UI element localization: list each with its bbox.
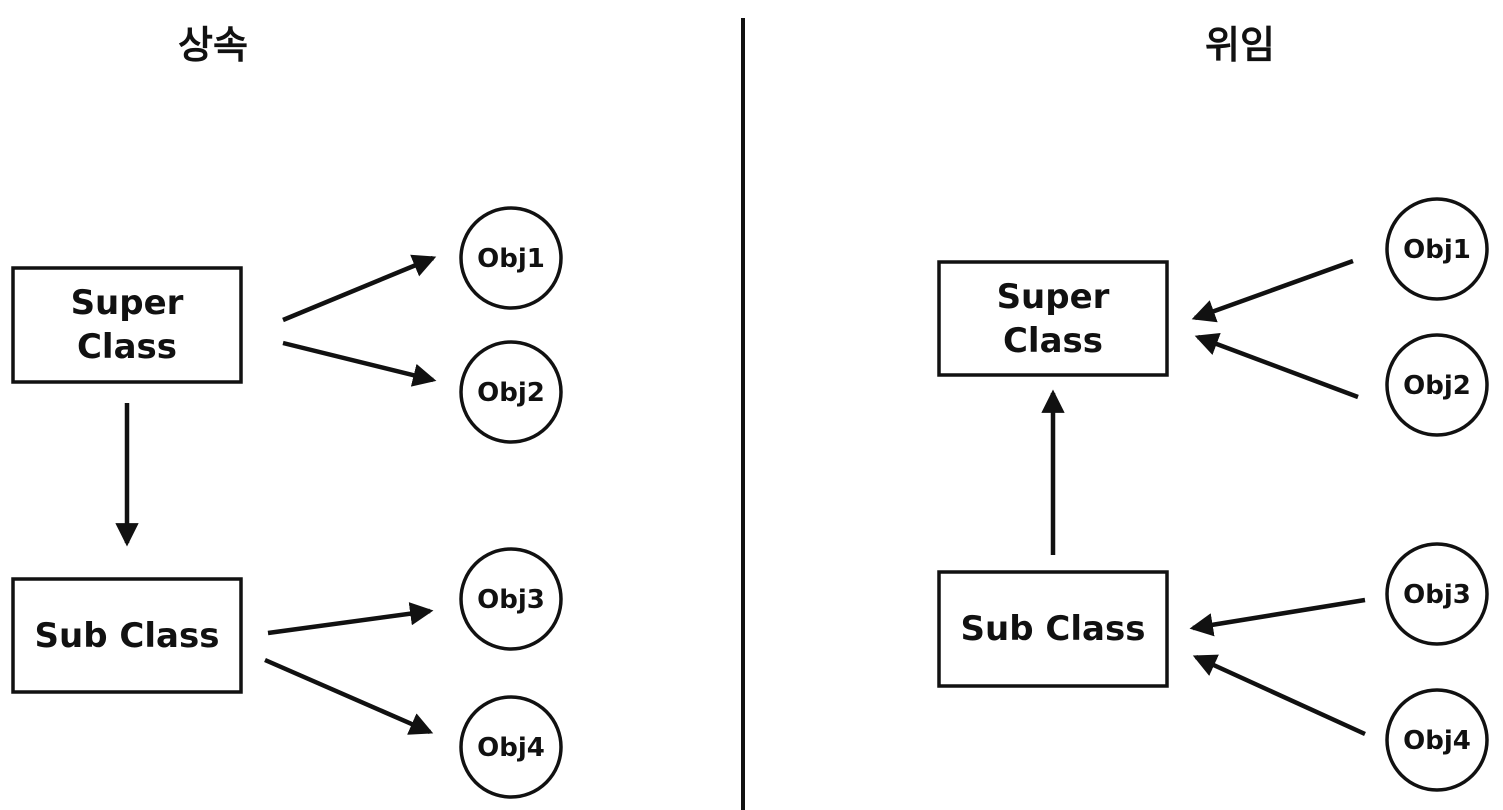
delegation-obj3-label: Obj3 [1403,580,1471,610]
delegation-obj1-label: Obj1 [1403,235,1471,265]
delegation-super-class-box: Super Class [937,260,1169,377]
inheritance-obj3-node: Obj3 [459,547,563,651]
inheritance-sub-class-label: Sub Class [35,616,220,656]
inheritance-obj1-node: Obj1 [459,206,563,310]
inheritance-arrow-sub-to-obj4 [264,657,434,735]
inheritance-obj2-node: Obj2 [459,340,563,444]
delegation-obj4-node: Obj4 [1385,688,1489,792]
delegation-obj2-label: Obj2 [1403,371,1471,401]
inheritance-panel: 상속 Super Class Sub Class Obj1 Obj2 Obj3 [11,23,563,799]
inheritance-obj2-label: Obj2 [477,378,545,408]
inheritance-arrow-super-to-obj2 [282,340,437,387]
delegation-panel: 위임 Super Class Sub Class Obj1 Obj2 Obj3 [937,23,1489,792]
inheritance-super-class-label-line1: Super [71,283,184,323]
inheritance-obj4-node: Obj4 [459,695,563,799]
inheritance-arrow-sub-to-obj3 [267,602,434,636]
delegation-arrow-obj4-to-sub [1192,654,1366,737]
delegation-arrow-obj3-to-sub [1189,597,1366,637]
delegation-obj3-node: Obj3 [1385,542,1489,646]
delegation-title: 위임 [1205,23,1275,67]
delegation-arrow-obj1-to-super [1191,258,1354,323]
inheritance-super-class-box: Super Class [11,266,243,384]
delegation-arrow-obj2-to-super [1194,333,1359,400]
inheritance-title: 상속 [178,23,248,67]
inheritance-super-class-label-line2: Class [77,327,177,367]
inheritance-arrow-super-to-obj1 [282,254,437,323]
inheritance-obj1-label: Obj1 [477,244,545,274]
inheritance-sub-class-box: Sub Class [11,577,243,694]
delegation-sub-class-box: Sub Class [937,570,1169,688]
delegation-sub-class-label: Sub Class [961,609,1146,649]
delegation-obj2-node: Obj2 [1385,333,1489,437]
delegation-obj4-label: Obj4 [1403,726,1471,756]
inheritance-obj3-label: Obj3 [477,585,545,615]
delegation-super-class-label-line2: Class [1003,321,1103,361]
delegation-super-class-label-line1: Super [997,277,1110,317]
inheritance-obj4-label: Obj4 [477,733,545,763]
delegation-obj1-node: Obj1 [1385,197,1489,301]
